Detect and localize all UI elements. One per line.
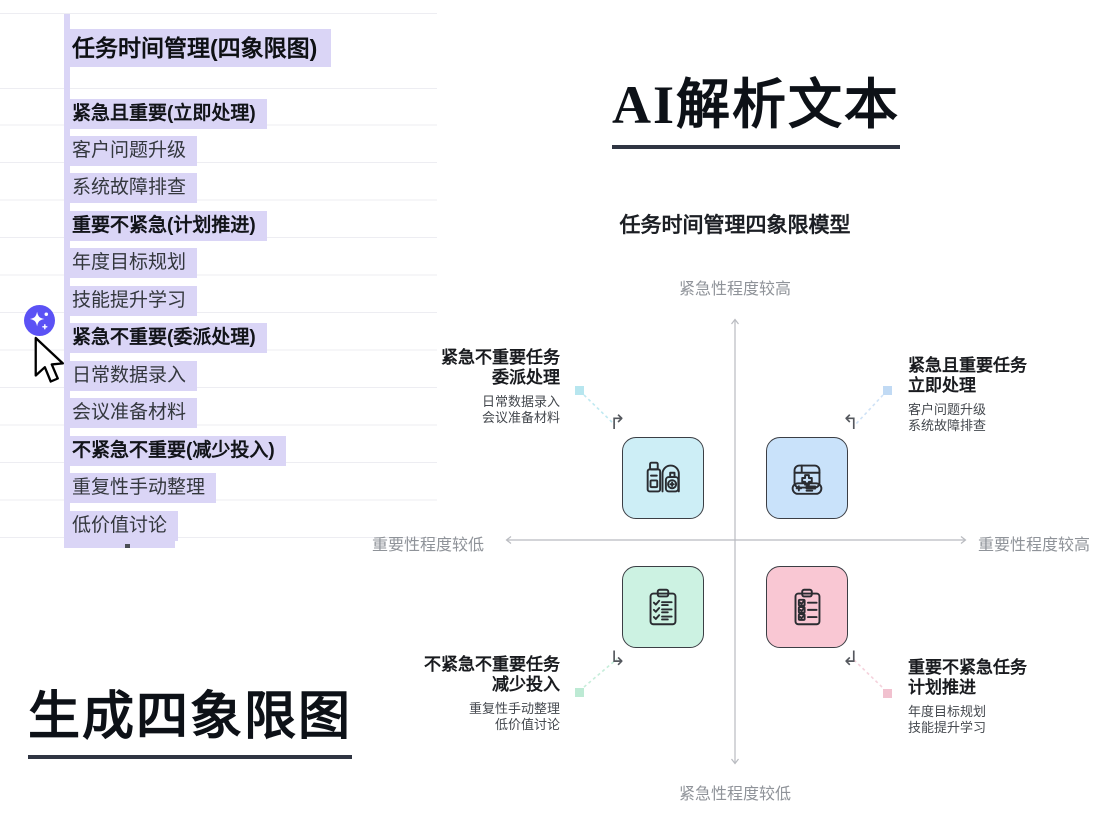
- quadrant-label-bottom-right: 重要不紧急任务 计划推进 年度目标规划 技能提升学习: [908, 658, 1088, 735]
- turn-arrow-bottom-right: ↲: [842, 646, 859, 670]
- quadrant-item: 会议准备材料: [481, 409, 560, 425]
- quadrant-subtitle: 立即处理: [908, 376, 976, 395]
- quadrant-label-top-left: 紧急不重要任务 委派处理 日常数据录入 会议准备材料: [380, 348, 560, 425]
- task-item[interactable]: 会议准备材料: [70, 398, 198, 428]
- quadrant-subtitle: 委派处理: [492, 368, 560, 387]
- axis-label-right: 重要性程度较高: [978, 537, 1091, 554]
- quadrant-title: 重要不紧急任务: [908, 658, 1027, 677]
- task-item[interactable]: 重复性手动整理: [70, 473, 217, 503]
- quadrant-label-bottom-left: 不紧急不重要任务 减少投入 重复性手动整理 低价值讨论: [380, 655, 560, 732]
- clipped-row: [70, 540, 175, 548]
- task-clipboard-icon: [794, 588, 821, 626]
- section-header[interactable]: 重要不紧急(计划推进): [70, 211, 267, 241]
- grid-line: [0, 13, 437, 14]
- task-item[interactable]: 系统故障排查: [70, 173, 198, 203]
- document-title[interactable]: 任务时间管理(四象限图): [70, 29, 332, 67]
- task-item[interactable]: 年度目标规划: [70, 248, 198, 278]
- quadrant-box-bottom-right: [766, 566, 848, 648]
- step-heading-parse: AI解析文本: [612, 60, 901, 149]
- selection-margin-strip: [64, 14, 70, 548]
- quadrant-box-bottom-left: [622, 566, 704, 648]
- quadrant-item: 日常数据录入: [481, 394, 560, 409]
- quadrant-item: 重复性手动整理: [468, 701, 560, 716]
- first-aid-bag-icon: [791, 464, 823, 495]
- quadrant-title: 紧急不重要任务: [441, 348, 560, 367]
- quadrant-item: 低价值讨论: [494, 716, 560, 732]
- ai-sparkle-icon: [24, 305, 55, 336]
- quadrant-box-top-right: [766, 437, 848, 519]
- axis-label-top: 紧急性程度较高: [678, 281, 792, 298]
- section-header[interactable]: 紧急且重要(立即处理): [70, 99, 267, 129]
- section-header[interactable]: 不紧急不重要(减少投入): [70, 436, 286, 466]
- quadrant-item: 年度目标规划: [908, 704, 987, 719]
- quadrant-subtitle: 计划推进: [908, 678, 976, 697]
- quadrant-item: 技能提升学习: [908, 719, 987, 735]
- task-item[interactable]: 技能提升学习: [70, 286, 198, 316]
- task-item[interactable]: 客户问题升级: [70, 136, 198, 166]
- chart-title: 任务时间管理四象限模型: [619, 214, 851, 237]
- step-heading-generate: 生成四象限图: [28, 674, 353, 759]
- quadrant-label-top-right: 紧急且重要任务 立即处理 客户问题升级 系统故障排查: [908, 356, 1088, 433]
- axis-label-left: 重要性程度较低: [372, 537, 485, 554]
- task-item[interactable]: 低价值讨论: [70, 511, 179, 541]
- turn-arrow-top-right: ↰: [842, 410, 859, 434]
- checklist-clipboard-icon: [649, 588, 677, 626]
- quadrant-title: 不紧急不重要任务: [424, 655, 560, 674]
- quadrant-item: 客户问题升级: [908, 402, 987, 417]
- turn-arrow-bottom-left: ↳: [609, 646, 626, 670]
- pharmacy-bottles-icon: [646, 461, 680, 493]
- axis-label-bottom: 紧急性程度较低: [678, 786, 792, 803]
- quadrant-title: 紧急且重要任务: [908, 356, 1027, 375]
- section-header[interactable]: 紧急不重要(委派处理): [70, 323, 267, 353]
- quadrant-subtitle: 减少投入: [492, 675, 560, 694]
- task-item[interactable]: 日常数据录入: [70, 361, 198, 391]
- quadrant-box-top-left: [622, 437, 704, 519]
- ai-assistant-button[interactable]: [24, 305, 55, 336]
- turn-arrow-top-left: ↱: [609, 410, 626, 434]
- quadrant-item: 系统故障排查: [908, 417, 987, 433]
- document-panel: 任务时间管理(四象限图) 紧急且重要(立即处理) 客户问题升级 系统故障排查 重…: [0, 0, 437, 585]
